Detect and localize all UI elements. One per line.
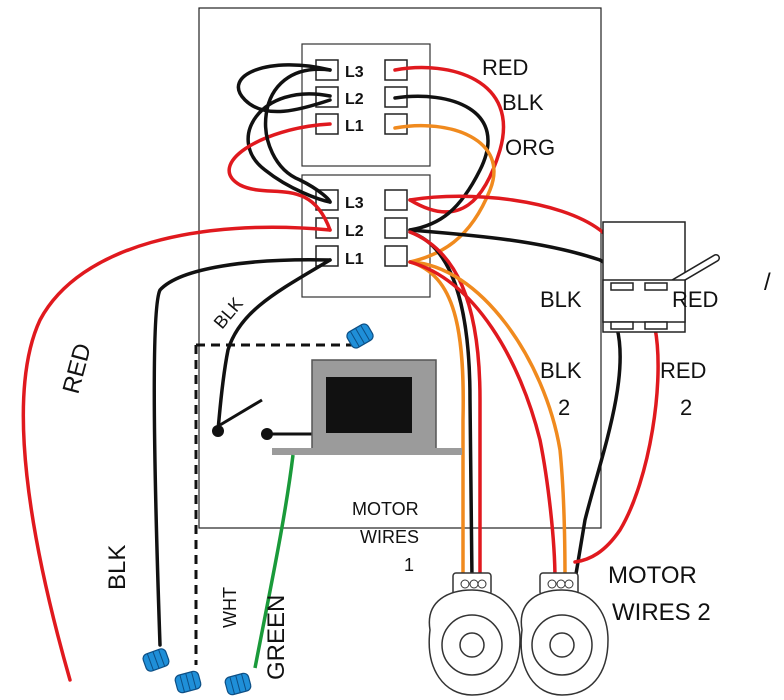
upper-label-l3: L3 bbox=[345, 64, 364, 81]
label-motor1-line1: MOTOR bbox=[352, 499, 419, 519]
label-green: GREEN bbox=[263, 595, 290, 680]
relay-contacts bbox=[212, 398, 315, 440]
upper-label-l1: L1 bbox=[345, 118, 364, 135]
label-org-top: ORG bbox=[505, 135, 555, 160]
lower-label-l1: L1 bbox=[345, 251, 364, 268]
lower-terminal-l3-right bbox=[384, 189, 408, 211]
lower-terminal-block: L3 L2 L1 bbox=[301, 174, 431, 298]
label-blk-top: BLK bbox=[502, 90, 544, 115]
label-switch-blk: BLK bbox=[540, 287, 582, 312]
motor-1 bbox=[428, 572, 521, 696]
label-red-left: RED bbox=[58, 341, 97, 397]
edge-mark: / bbox=[764, 269, 771, 296]
label-switch-red: RED bbox=[672, 287, 718, 312]
upper-terminal-l1-right bbox=[384, 113, 408, 135]
label-wht: WHT bbox=[220, 587, 240, 628]
wire-nut-bottom-3 bbox=[224, 672, 252, 696]
label-motor1-line2: WIRES bbox=[360, 527, 419, 547]
label-switch-red2: RED bbox=[660, 358, 706, 383]
toggle-switch bbox=[602, 221, 720, 333]
wire-nuts bbox=[142, 323, 374, 696]
label-blk-left: BLK bbox=[104, 545, 131, 590]
transformer bbox=[272, 359, 462, 455]
wire-nut-bottom-2 bbox=[174, 670, 202, 694]
label-switch-blk2-num: 2 bbox=[558, 395, 570, 420]
lower-terminal-l2-right bbox=[384, 217, 408, 239]
black-loop-upper-l3b bbox=[263, 67, 332, 204]
lower-label-l3: L3 bbox=[345, 195, 364, 212]
green-wire bbox=[253, 454, 295, 669]
lower-terminal-l1-right bbox=[384, 245, 408, 267]
label-switch-red2-num: 2 bbox=[680, 395, 692, 420]
black-wire-upper-right bbox=[393, 94, 490, 232]
wire-nut-top bbox=[346, 323, 374, 349]
label-switch-blk2: BLK bbox=[540, 358, 582, 383]
red-wire-left bbox=[21, 225, 332, 682]
black-loop-upper-l3 bbox=[236, 63, 332, 114]
label-motor2-line2: WIRES 2 bbox=[612, 599, 711, 626]
lower-label-l2: L2 bbox=[345, 223, 364, 240]
black-loop-upper-l2 bbox=[246, 92, 332, 204]
wire-nut-bottom-1 bbox=[142, 648, 170, 672]
motor-2 bbox=[520, 572, 609, 696]
upper-terminal-block: L3 L2 L1 bbox=[301, 43, 431, 167]
red-wire-motor2 bbox=[408, 260, 557, 582]
red-loop-upper-l1 bbox=[227, 122, 332, 232]
black-wire-to-contact bbox=[216, 258, 332, 432]
upper-label-l2: L2 bbox=[345, 91, 364, 108]
label-red-top: RED bbox=[482, 55, 528, 80]
orange-wire-motor2 bbox=[408, 260, 567, 582]
black-wire-switch-motor2 bbox=[573, 326, 622, 582]
label-motor1-line3: 1 bbox=[404, 555, 414, 575]
label-motor2-line1: MOTOR bbox=[608, 562, 697, 589]
white-wire-dashed bbox=[194, 343, 355, 665]
black-wire-left bbox=[152, 258, 332, 647]
red-wire-switch-motor2 bbox=[573, 326, 660, 564]
red-wire-motor1 bbox=[408, 230, 482, 582]
